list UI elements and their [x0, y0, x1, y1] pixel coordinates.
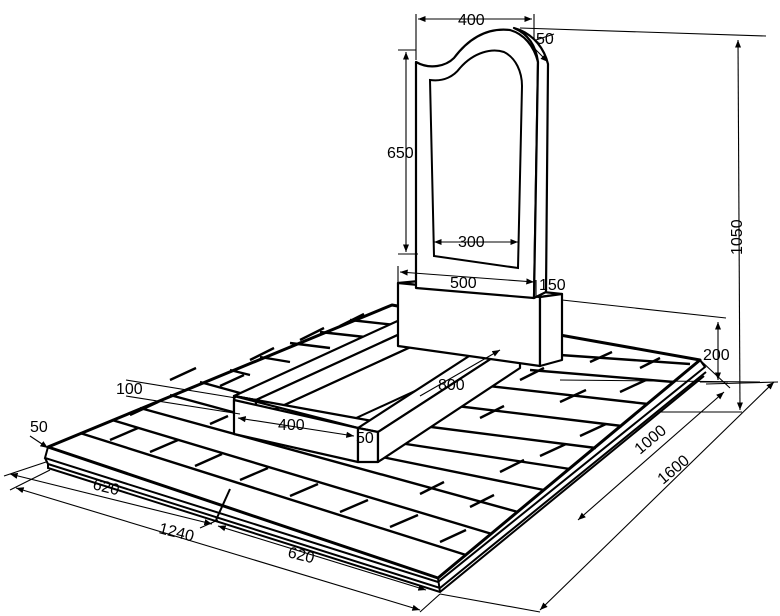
tile-joint [439, 528, 467, 544]
dim-line-stand-width [399, 269, 535, 285]
dim-stele-width: 400 [458, 12, 485, 29]
stele-front [414, 28, 540, 300]
flowerbed [232, 316, 522, 464]
tile-joint [169, 366, 197, 382]
tile-course [371, 453, 545, 492]
dim-curb-width: 100 [116, 381, 143, 398]
tile-course [319, 330, 366, 339]
tile-joint [479, 404, 505, 420]
dim-line-flowerbed-length [419, 349, 501, 397]
tile-joint [209, 414, 229, 426]
tile-course [79, 431, 467, 557]
tile-joint [239, 466, 269, 482]
dim-line-front-total [15, 487, 421, 611]
tile-course [439, 402, 623, 428]
tile-joint [149, 438, 179, 454]
dim-slab-depth-b: 1600 [655, 452, 693, 488]
tile-course [559, 353, 691, 366]
tile-joint [619, 378, 647, 394]
tile-joint [299, 326, 325, 342]
tile-joint [339, 312, 365, 328]
dim-front-half-right: 620 [286, 544, 316, 567]
tile-joint [419, 480, 445, 496]
tile-joint [339, 498, 369, 514]
curb-right-side [376, 338, 522, 464]
stele [414, 26, 550, 300]
dim-line-border [29, 435, 49, 449]
stele-side [512, 26, 550, 300]
dim-flowerbed-length: 800 [438, 377, 465, 394]
tile-joint [469, 493, 495, 509]
tile-joint [589, 350, 613, 364]
dim-border-width: 50 [30, 419, 48, 436]
dimension-lines [3, 14, 779, 613]
dim-line-flowerbed-width [237, 416, 355, 438]
dim-stele-thickness: 50 [536, 31, 554, 48]
dim-line-total-height [734, 39, 744, 411]
tile-course [139, 406, 519, 514]
dim-total-height: 1050 [729, 219, 746, 255]
tile-course [169, 393, 241, 416]
tile-course [289, 341, 331, 350]
tile-course [529, 368, 675, 384]
tile-course [111, 418, 493, 536]
dim-stand-depth: 150 [539, 277, 566, 294]
stele-inner-panel [428, 49, 524, 270]
dim-stele-height: 650 [387, 145, 414, 162]
stand-side [538, 292, 564, 368]
tile-joint [194, 452, 223, 468]
dim-line-curb-width [125, 379, 237, 399]
dim-line-front-right [217, 525, 427, 591]
tile-joint [249, 346, 275, 362]
dim-front-half-left: 620 [91, 476, 121, 499]
dim-inner-width: 300 [458, 234, 485, 251]
tile-joint [579, 422, 607, 438]
tile-course [229, 368, 251, 377]
tile-joint [639, 356, 661, 370]
tile-course [349, 318, 396, 327]
tile-course [379, 438, 571, 471]
dimension-labels: 400 50 650 300 500 150 1050 200 800 100 … [30, 12, 746, 567]
tile-joint [539, 442, 567, 458]
slab-corner [437, 577, 441, 593]
tile-joint [499, 458, 525, 474]
dim-flowerbed-width: 400 [278, 417, 305, 434]
dim-curb-thickness: 50 [356, 430, 374, 447]
dim-line-depth-b [539, 381, 775, 611]
tile-joint [519, 366, 545, 382]
tile-course [259, 355, 291, 364]
tile-course [199, 380, 241, 395]
dim-stand-height: 200 [703, 347, 730, 364]
tile-joint [129, 400, 159, 417]
tile-joint [109, 426, 139, 442]
dim-stand-width: 500 [450, 275, 477, 292]
tile-joint [219, 373, 245, 388]
dim-front-total: 1240 [157, 520, 196, 545]
tile-joint [289, 482, 319, 498]
slab-edge-1 [43, 359, 707, 584]
tile-joint [389, 513, 419, 529]
